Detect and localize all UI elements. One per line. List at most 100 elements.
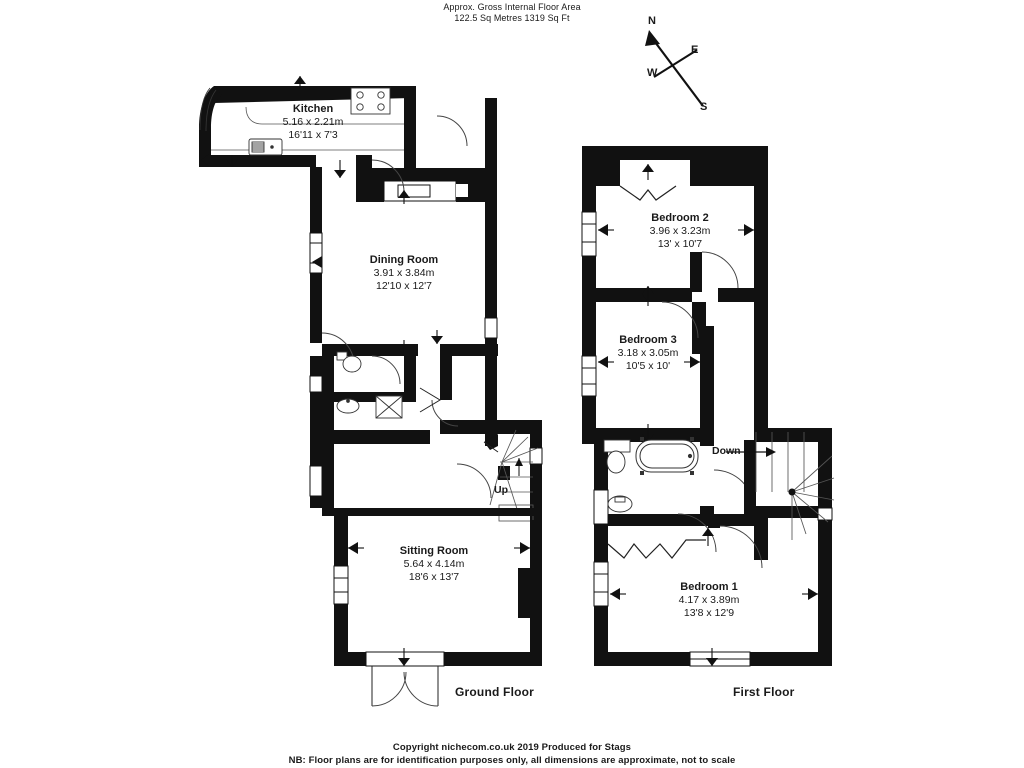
bathroom-toilet-pan — [606, 450, 626, 474]
bed1-dim-arrow-left — [610, 588, 620, 600]
stairs-down-label: Down — [712, 445, 741, 457]
floor-area-header: Approx. Gross Internal Floor Area 122.5 … — [0, 2, 1024, 24]
hall-door-arc — [456, 441, 499, 499]
utility-bottom-wall — [322, 430, 430, 444]
kitchen-dining-door-swing — [371, 159, 405, 193]
dining-right-window — [484, 317, 498, 339]
sitting-french-doors — [365, 651, 445, 707]
bathroom-door-swing-b — [677, 513, 717, 553]
hob-burner-4 — [377, 103, 385, 111]
room-label-bedroom-3: Bedroom 3 3.18 x 3.05m 10'5 x 10' — [586, 334, 710, 373]
bedroom1-imperial: 13'8 x 12'9 — [683, 607, 735, 619]
disclaimer-line: NB: Floor plans are for identification p… — [288, 755, 736, 766]
sitting-inner-wall-left — [322, 430, 334, 516]
bath-plug — [687, 453, 693, 459]
kitchen-bay-window-line-2 — [205, 89, 217, 132]
dining-left-wall-lower — [310, 273, 322, 343]
bathroom-bath-icon — [635, 437, 699, 475]
basin-tap — [346, 399, 350, 403]
stair-top-wall — [498, 420, 542, 434]
hall-angled-wall — [484, 434, 498, 450]
bedroom2-name: Bedroom 2 — [651, 212, 709, 224]
landing-step-wall — [754, 518, 768, 560]
ff-window-bed1-bottom — [689, 651, 751, 667]
hall-door-leaf-2 — [483, 441, 499, 453]
bed2-dim-arrow-up — [642, 164, 654, 172]
kitchen-bay-curve-wall — [199, 86, 222, 162]
dining-fireplace-icon — [383, 180, 468, 202]
utility-right-wall — [404, 344, 416, 402]
dining-room-metric: 3.91 x 3.84m — [373, 267, 435, 279]
bedroom1-walls — [708, 514, 754, 528]
dining-door-jamb — [356, 155, 372, 181]
utility-left-wall-a — [322, 344, 334, 440]
sitting-dim-arrow-down — [398, 658, 410, 666]
ff-left-wall-3 — [582, 396, 596, 444]
ground-stair-window — [529, 447, 543, 465]
sitting-outer-wall-left-top — [310, 446, 322, 508]
ff-left-wall-5 — [594, 524, 608, 562]
bath-inner — [639, 443, 695, 469]
sitting-windows — [309, 465, 349, 605]
french-door-opening — [365, 651, 445, 667]
bed2-alcove-right-wall — [690, 160, 754, 186]
bathroom-cistern — [603, 439, 631, 453]
sitting-left-wall-lower — [334, 604, 348, 664]
sitting-room-imperial: 18'6 x 13'7 — [408, 571, 460, 583]
sitting-left-wall-upper — [334, 508, 348, 560]
shower-outline — [375, 395, 403, 419]
bed1-door-swing — [719, 525, 763, 569]
ff-ext-top-wall — [754, 428, 832, 442]
utility-outer-wall-upper — [310, 356, 322, 376]
ff-bottom-wall-right — [750, 652, 832, 666]
gf-winder-2 — [501, 447, 539, 463]
bedroom2-door — [701, 251, 739, 289]
fireplace-inner — [397, 184, 431, 198]
kitchen-dim-arrow-left — [201, 154, 209, 166]
kitchen-sink-drainer — [251, 141, 265, 153]
bed2-dim-arrow-down — [642, 294, 654, 302]
ff-bottom-wall-left — [594, 652, 690, 666]
first-floor-label: First Floor — [733, 685, 795, 699]
room-label-sitting-room: Sitting Room 5.64 x 4.14m 18'6 x 13'7 — [372, 545, 496, 584]
dining-right-wall-lower — [485, 338, 497, 446]
sitting-top-wall — [322, 508, 538, 516]
first-landing-walls — [744, 440, 768, 560]
floor-area-value: 122.5 Sq Metres 1319 Sq Ft — [454, 13, 570, 23]
dining-top-wall — [356, 168, 496, 182]
room-label-kitchen: Kitchen 5.16 x 2.21m 16'11 x 7'3 — [253, 103, 373, 142]
bed2-door-jamb — [690, 252, 702, 292]
floor-area-heading: Approx. Gross Internal Floor Area — [443, 2, 581, 12]
utility-window — [309, 375, 323, 393]
bed3-door-stub — [648, 288, 662, 302]
hall-outer-window — [309, 465, 323, 497]
ff-winder-4 — [791, 491, 829, 523]
compass-label-north: N — [648, 15, 656, 27]
bed1-dim-arrow-right — [808, 588, 818, 600]
kitchen-dim-arrow-down-mid — [334, 170, 346, 178]
bedroom2-imperial: 13' x 10'7 — [657, 238, 703, 250]
ground-stair-direction-arrow — [515, 458, 523, 476]
bed2-alcove-left-wall — [596, 160, 620, 186]
stair-side-window — [529, 447, 543, 465]
ff-top-wall — [582, 146, 766, 160]
ff-winder-3 — [791, 491, 835, 501]
sitting-dim-arrow-left — [348, 542, 358, 554]
utility-side-window — [309, 375, 323, 393]
utility-doors — [371, 355, 459, 427]
stairs-up-label: Up — [494, 484, 508, 496]
stair-right-wall-lower — [530, 462, 542, 520]
dining-right-wall-mid — [485, 208, 497, 318]
ff-window-stair — [817, 507, 833, 521]
sitting-room-metric: 5.64 x 4.14m — [403, 558, 465, 570]
bathroom-walls — [608, 436, 714, 526]
first-staircase — [755, 432, 835, 540]
french-door-swing-right — [403, 671, 439, 707]
kitchen-dim-arrow-up — [294, 76, 306, 84]
bed3-dim-arrow-down — [642, 434, 654, 442]
kitchen-dim-arrow-down-left — [226, 159, 238, 167]
utility-dim-arrows — [431, 330, 443, 344]
ground-floor-label: Ground Floor — [455, 685, 535, 699]
kitchen-imperial: 16'11 x 7'3 — [288, 129, 338, 141]
